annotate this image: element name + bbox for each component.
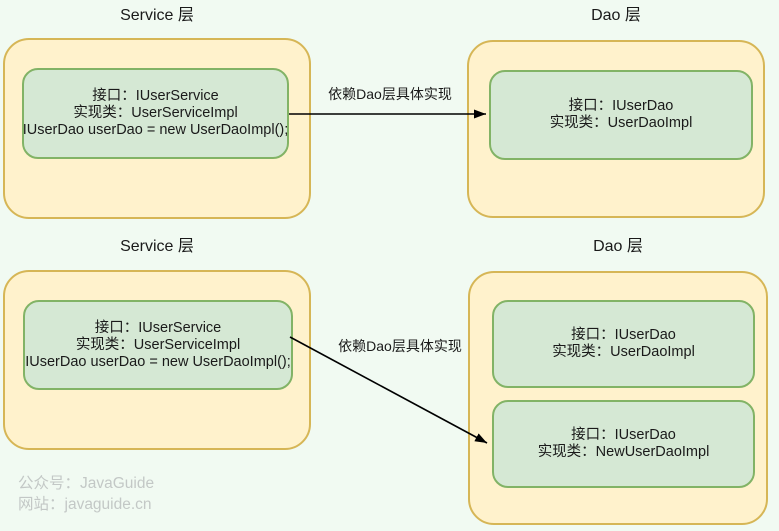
dao-class-box-top: 接口：IUserDao 实现类：UserDaoImpl — [489, 70, 753, 160]
class-box-line: 接口：IUserService — [92, 88, 219, 104]
class-box-line: 实现类：UserServiceImpl — [73, 105, 238, 121]
dependency-arrow-label-top: 依赖Dao层具体实现 — [328, 86, 452, 102]
class-box-line: 接口：IUserDao — [568, 98, 674, 114]
class-box-line: 实现类：UserDaoImpl — [549, 115, 693, 131]
service-class-box-bottom: 接口：IUserService 实现类：UserServiceImpl IUse… — [23, 300, 293, 390]
dao-class-box-new: 接口：IUserDao 实现类：NewUserDaoImpl — [492, 400, 755, 488]
dao-layer-title-top: Dao 层 — [591, 7, 641, 24]
dependency-arrow-label-bottom: 依赖Dao层具体实现 — [338, 338, 462, 354]
service-class-box-top: 接口：IUserService 实现类：UserServiceImpl IUse… — [22, 68, 289, 159]
watermark-site: 网站：javaguide.cn — [18, 496, 152, 513]
dao-class-box-old: 接口：IUserDao 实现类：UserDaoImpl — [492, 300, 755, 388]
class-box-line: 接口：IUserDao — [571, 427, 676, 443]
class-box-line: 实现类：NewUserDaoImpl — [537, 444, 710, 460]
watermark-account: 公众号：JavaGuide — [18, 475, 155, 492]
class-box-line: 实现类：UserServiceImpl — [75, 336, 241, 353]
service-layer-title-bottom: Service 层 — [120, 238, 194, 255]
class-box-line: IUserDao userDao = new UserDaoImpl(); — [25, 353, 291, 370]
dao-layer-title-bottom: Dao 层 — [593, 238, 643, 255]
watermark: 公众号：JavaGuide 网站：javaguide.cn — [18, 473, 154, 515]
class-box-line: 接口：IUserDao — [571, 327, 676, 343]
class-box-line: 实现类：UserDaoImpl — [552, 344, 695, 360]
service-layer-title-top: Service 层 — [120, 7, 194, 24]
class-box-line: 接口：IUserService — [94, 319, 222, 336]
class-box-line: IUserDao userDao = new UserDaoImpl(); — [22, 122, 289, 138]
